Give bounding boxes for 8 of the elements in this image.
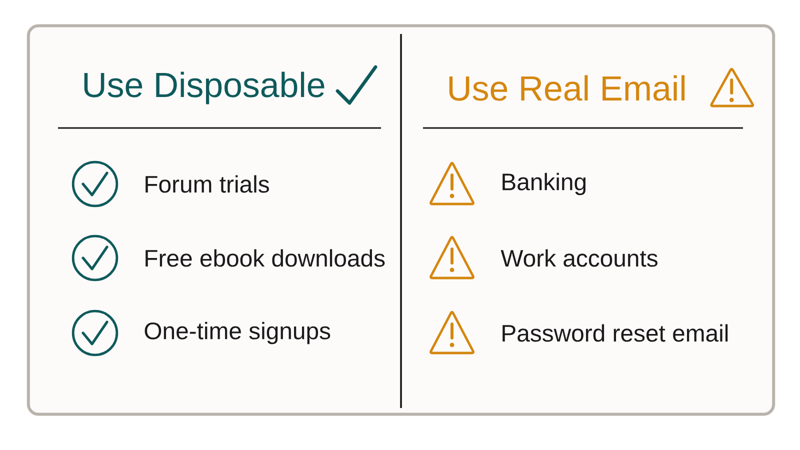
list-item: Banking bbox=[502, 172, 586, 196]
heading: Use Real Email bbox=[449, 75, 685, 101]
list-item: Forum trials bbox=[146, 175, 269, 193]
list-item: Password reset email bbox=[502, 324, 728, 342]
heading: Use Disposable bbox=[84, 72, 324, 104]
list-item: One-time signups bbox=[144, 322, 330, 344]
list-item: Work accounts bbox=[500, 249, 658, 267]
list-item: Free ebook downloads bbox=[146, 249, 385, 267]
